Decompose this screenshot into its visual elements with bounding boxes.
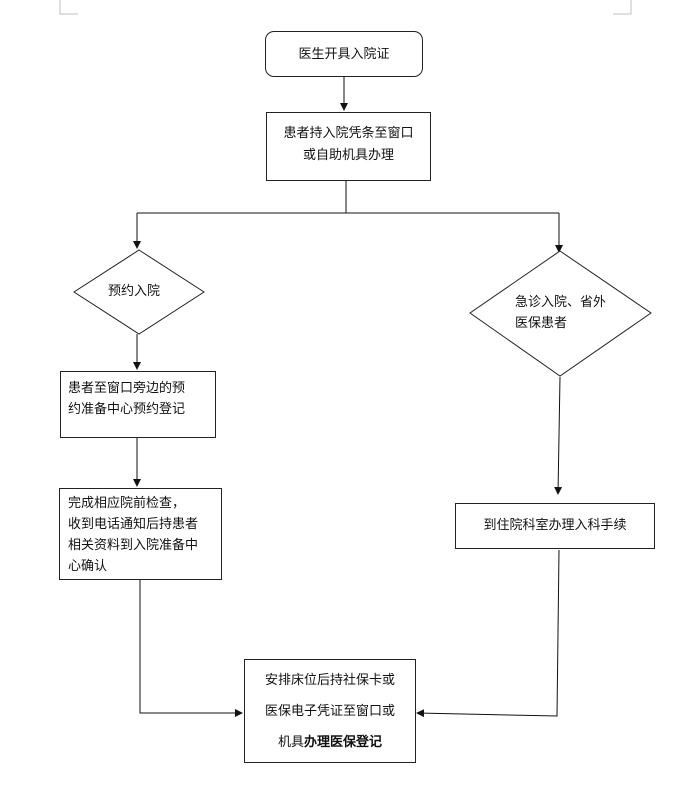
ward-admission-label: 到住院科室办理入科手续 [483, 518, 627, 533]
pre-admission-check-box: 完成相应院前检查， 收到电话通知后持患者 相关资料到入院准备中 心确认 [59, 488, 222, 580]
start-node-label: 医生开具入院证 [298, 47, 390, 62]
page-corner-marks [59, 0, 632, 15]
appointment-register-line1: 患者至窗口旁边的预 [68, 381, 186, 396]
diamond-emergency-line1: 急诊入院、省外 [515, 295, 607, 310]
final-insurance-box: 安排床位后持社保卡或 医保电子凭证至窗口或 机具办理医保登记 [244, 659, 416, 763]
arrow-right-to-final [416, 549, 560, 718]
final-line3: 机具办理医保登记 [245, 732, 415, 753]
diamond-emergency-line2: 医保患者 [515, 316, 568, 331]
final-line3-bold: 办理医保登记 [304, 735, 383, 750]
pre-admission-line1: 完成相应院前检查， [68, 496, 186, 511]
appointment-register-box: 患者至窗口旁边的预 约准备中心预约登记 [60, 371, 216, 438]
pre-admission-line2: 收到电话通知后持患者 [68, 517, 199, 532]
final-line2: 医保电子凭证至窗口或 [264, 704, 395, 719]
final-line3-normal: 机具 [277, 735, 304, 750]
start-node: 医生开具入院证 [265, 31, 423, 77]
diamond-emergency [469, 250, 652, 377]
diamond-appointment [73, 249, 205, 335]
arrow-left-to-final [139, 580, 243, 717]
window-step-line2: 或自助机具办理 [302, 148, 394, 163]
ward-admission-box: 到住院科室办理入科手续 [455, 503, 655, 549]
final-line1: 安排床位后持社保卡或 [264, 673, 395, 688]
arrow-right-diamond-to-step1 [554, 376, 563, 495]
window-step-box: 患者持入院凭条至窗口 或自助机具办理 [266, 112, 431, 181]
appointment-register-line2: 约准备中心预约登记 [68, 402, 186, 417]
pre-admission-line3: 相关资料到入院准备中 [68, 538, 199, 553]
pre-admission-line4: 心确认 [68, 559, 108, 574]
diamond-appointment-label: 预约入院 [108, 284, 161, 299]
window-step-line1: 患者持入院凭条至窗口 [283, 126, 414, 141]
